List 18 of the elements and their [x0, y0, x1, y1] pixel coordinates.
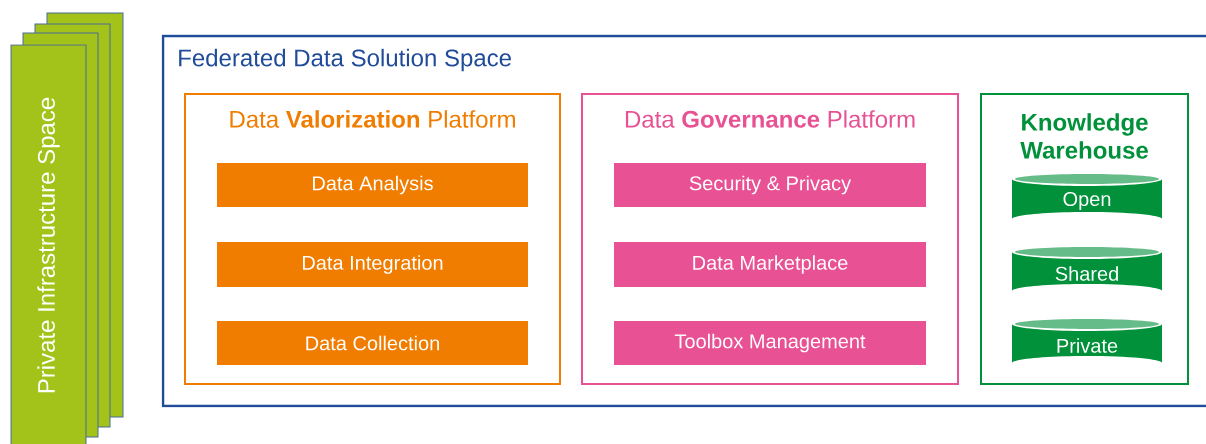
- component-box: Data Analysis: [217, 163, 528, 207]
- container-box: [980, 93, 1189, 385]
- heading: Data Valorization Platform: [230, 110, 515, 128]
- container-box: [184, 93, 561, 385]
- heading: Federated Data Solution Space: [179, 48, 511, 72]
- database-cylinder: Open: [1012, 174, 1162, 219]
- container-box: [161, 34, 1206, 408]
- heading: Knowledge Warehouse: [1020, 113, 1148, 159]
- component-box: Data Marketplace: [614, 242, 926, 287]
- heading: Data Governance Platform: [625, 110, 915, 128]
- component-box: Security & Privacy: [614, 163, 926, 207]
- component-box: Data Integration: [217, 242, 528, 287]
- component-box: Data Collection: [217, 321, 528, 365]
- container-box: [581, 93, 959, 385]
- component-box: Toolbox Management: [614, 321, 926, 365]
- stacked-panel: Private Infrastructure Space: [10, 12, 124, 444]
- database-cylinder: Shared: [1012, 247, 1162, 291]
- database-cylinder: Private: [1012, 319, 1162, 363]
